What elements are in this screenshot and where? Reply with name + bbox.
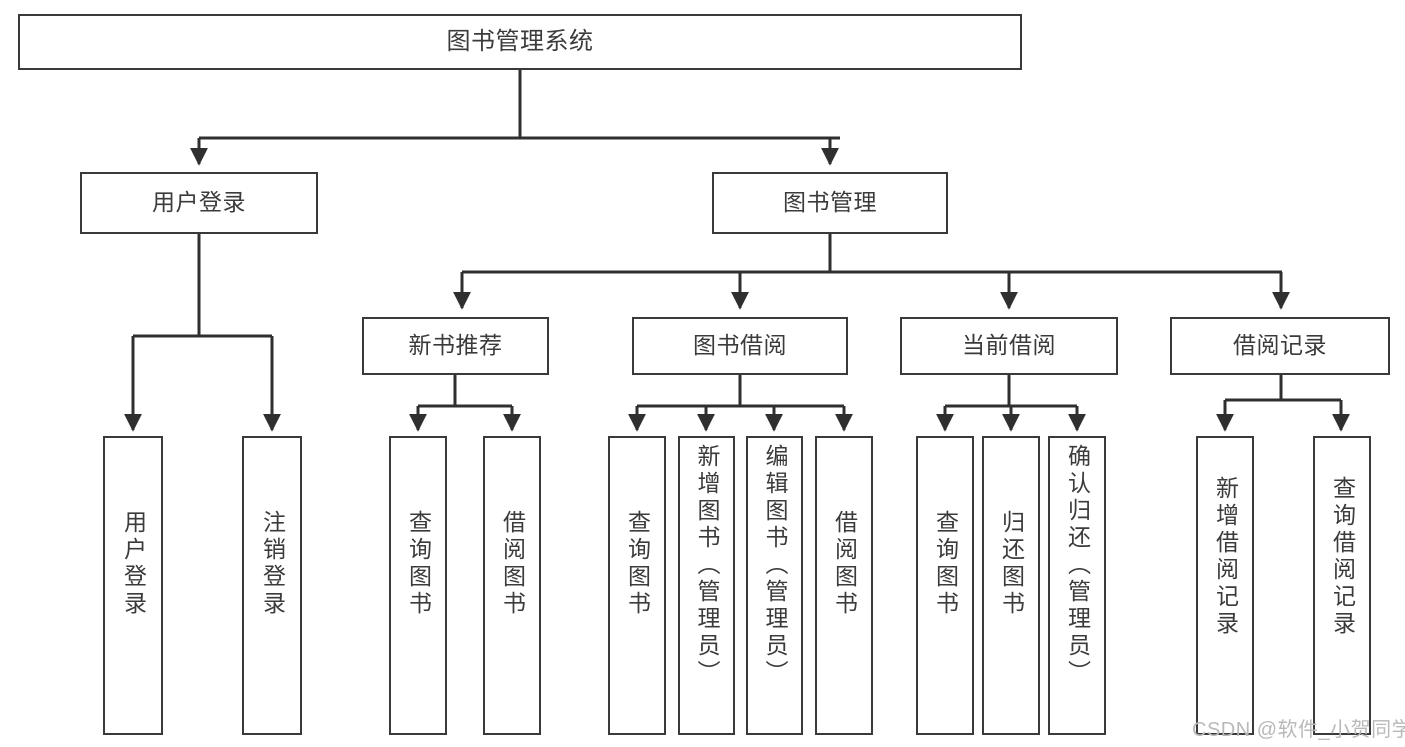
node-label: 图书管理 — [783, 189, 877, 216]
node-label: 新增借阅记录 — [1212, 476, 1239, 638]
leaf-confirm-return[interactable]: 确认归还（管理员） — [1048, 436, 1106, 735]
node-label: 用户登录 — [152, 189, 246, 216]
leaf-borrow-book-1[interactable]: 借阅图书 — [483, 436, 541, 735]
node-label: 新增图书（管理员） — [694, 444, 720, 687]
node-label: 注销登录 — [259, 510, 286, 618]
node-label: 编辑图书（管理员） — [762, 444, 788, 687]
leaf-edit-book[interactable]: 编辑图书（管理员） — [746, 436, 803, 735]
node-label: 图书借阅 — [693, 332, 787, 359]
leaf-query-book-1[interactable]: 查询图书 — [389, 436, 447, 735]
node-label: 查询借阅记录 — [1329, 476, 1356, 638]
leaf-return-book[interactable]: 归还图书 — [982, 436, 1040, 735]
node-new-book-recommend[interactable]: 新书推荐 — [362, 317, 549, 375]
node-book-manage[interactable]: 图书管理 — [712, 172, 948, 234]
node-label: 当前借阅 — [962, 332, 1056, 359]
leaf-query-book-3[interactable]: 查询图书 — [916, 436, 974, 735]
node-current-borrow[interactable]: 当前借阅 — [900, 317, 1118, 375]
node-label: 查询图书 — [624, 510, 651, 618]
node-user-login[interactable]: 用户登录 — [80, 172, 318, 234]
leaf-add-borrow-record[interactable]: 新增借阅记录 — [1196, 436, 1254, 735]
node-label: 查询图书 — [932, 510, 959, 618]
node-label: 借阅记录 — [1233, 332, 1327, 359]
leaf-user-login[interactable]: 用户登录 — [103, 436, 163, 735]
node-label: 用户登录 — [120, 510, 147, 618]
node-label: 新书推荐 — [408, 332, 503, 359]
leaf-add-book[interactable]: 新增图书（管理员） — [678, 436, 735, 735]
node-label: 借阅图书 — [499, 510, 526, 618]
node-book-borrow[interactable]: 图书借阅 — [632, 317, 848, 375]
node-label: 确认归还（管理员） — [1064, 444, 1091, 687]
node-label: 借阅图书 — [831, 510, 858, 618]
csdn-watermark: CSDN @软件_小贺同学 — [1192, 719, 1405, 741]
node-label: 查询图书 — [405, 510, 432, 618]
node-label: 归还图书 — [998, 510, 1025, 618]
leaf-query-book-2[interactable]: 查询图书 — [608, 436, 666, 735]
leaf-borrow-book-2[interactable]: 借阅图书 — [815, 436, 873, 735]
leaf-logout[interactable]: 注销登录 — [242, 436, 302, 735]
node-label: 图书管理系统 — [446, 27, 594, 55]
node-borrow-record[interactable]: 借阅记录 — [1170, 317, 1390, 375]
node-root[interactable]: 图书管理系统 — [18, 14, 1022, 70]
leaf-query-borrow-record[interactable]: 查询借阅记录 — [1313, 436, 1371, 735]
